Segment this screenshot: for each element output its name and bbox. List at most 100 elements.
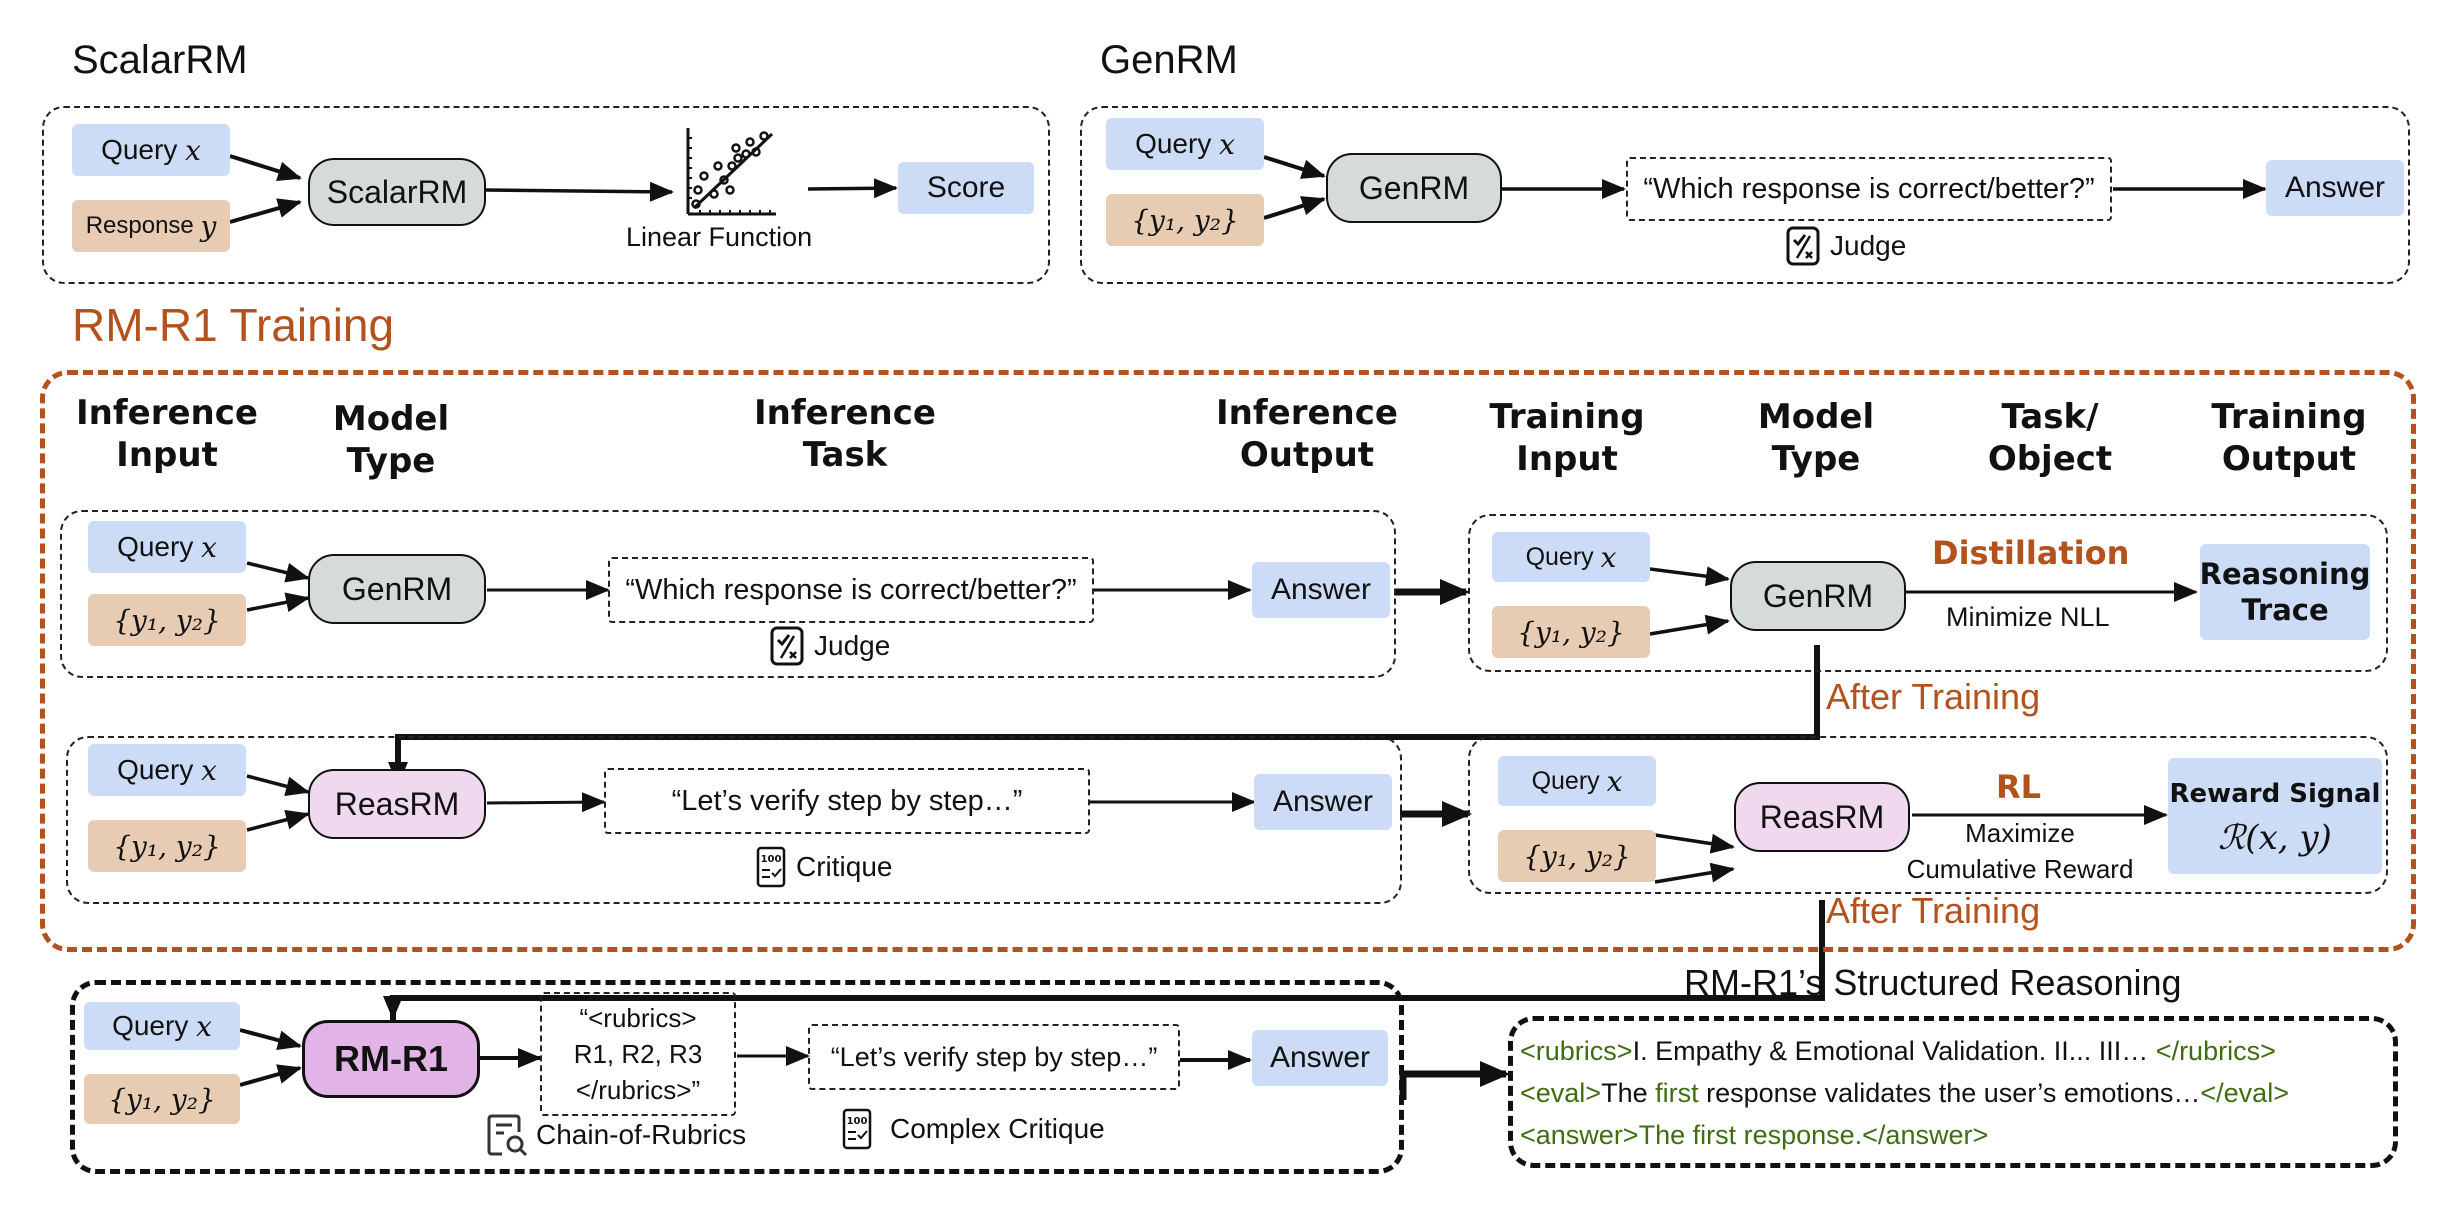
eval-close-tag: </eval> bbox=[2200, 1078, 2289, 1108]
query-variable: x bbox=[1600, 540, 1617, 574]
rubrics-open: “<rubrics> bbox=[579, 1003, 697, 1033]
structured-reasoning-panel bbox=[1508, 1016, 2398, 1168]
genrm-prompt-box: “Which response is correct/better?” bbox=[1626, 157, 2112, 221]
reward-signal-chip: Reward Signal ℛ(x, y) bbox=[2168, 758, 2382, 874]
rubrics-box: “<rubrics> R1, R2, R3 </rubrics>” bbox=[540, 992, 736, 1116]
response-label: Response bbox=[85, 212, 194, 239]
rl-label: RL bbox=[1996, 768, 2042, 806]
response-pair: {y₁, y₂} bbox=[1131, 203, 1239, 237]
rubric-search-icon bbox=[487, 1114, 528, 1157]
scalarrm-response-chip: Response y bbox=[72, 200, 230, 252]
cumulative-reward-label: Cumulative Reward bbox=[1906, 854, 2134, 884]
row2-prompt-box: “Let’s verify step by step…” bbox=[604, 768, 1090, 834]
training-section-title: RM-R1 Training bbox=[72, 299, 395, 351]
genrm-pair-chip: {y₁, y₂} bbox=[1106, 194, 1264, 246]
eval-text-a: The bbox=[1601, 1078, 1656, 1108]
row1-train-genrm-node: GenRM bbox=[1730, 561, 1906, 631]
query-label: Query bbox=[112, 1010, 189, 1041]
chain-of-rubrics-text: Chain-of-Rubrics bbox=[536, 1119, 747, 1150]
scalarrm-model-node: ScalarRM bbox=[308, 158, 486, 226]
query-label: Query bbox=[1135, 128, 1212, 159]
query-variable: x bbox=[185, 133, 201, 167]
row1-training-panel bbox=[1468, 514, 2388, 672]
reasoning-eval-line: <eval>The first response validates the u… bbox=[1520, 1078, 2289, 1109]
query-label: Query bbox=[1531, 766, 1600, 795]
row2-train-pair-chip: {y₁, y₂} bbox=[1498, 830, 1656, 882]
row1-inference-panel bbox=[60, 510, 1396, 678]
eval-text-b: response validates the user’s emotions… bbox=[1698, 1078, 2201, 1108]
linear-function-icon bbox=[686, 128, 776, 216]
genrm-model-node: GenRM bbox=[1326, 153, 1502, 223]
critique-scorecard-icon: 100 bbox=[756, 846, 786, 888]
row2-train-query-chip: Query x bbox=[1498, 756, 1656, 806]
rubrics-open-tag: <rubrics> bbox=[1520, 1036, 1633, 1066]
chain-of-rubrics-label: Chain-of-Rubrics bbox=[486, 1112, 746, 1158]
model-name: GenRM bbox=[1762, 577, 1874, 614]
output-line1: Reasoning bbox=[2199, 557, 2371, 591]
row1-genrm-node: GenRM bbox=[308, 554, 486, 624]
svg-text:100: 100 bbox=[761, 854, 782, 865]
structured-reasoning-title: RM-R1’s Structured Reasoning bbox=[1684, 962, 2182, 1003]
model-name: ScalarRM bbox=[326, 173, 468, 210]
query-label: Query bbox=[117, 754, 194, 785]
query-label: Query bbox=[117, 531, 194, 562]
answer-label: Answer bbox=[1269, 1041, 1371, 1074]
maximize-label: Maximize bbox=[1965, 818, 2075, 848]
eval-open-tag: <eval> bbox=[1520, 1078, 1602, 1108]
genrm-section-title: GenRM bbox=[1100, 38, 1238, 82]
row1-train-pair-chip: {y₁, y₂} bbox=[1492, 606, 1650, 658]
reasoning-trace-chip: Reasoning Trace bbox=[2200, 544, 2370, 640]
response-pair: {y₁, y₂} bbox=[113, 829, 221, 863]
row2-pair-chip: {y₁, y₂} bbox=[88, 820, 246, 872]
response-variable: y bbox=[200, 209, 217, 243]
response-pair: {y₁, y₂} bbox=[1523, 839, 1631, 873]
row1-pair-chip: {y₁, y₂} bbox=[88, 594, 246, 646]
output-line2: Trace bbox=[2241, 593, 2329, 627]
row2-critique-label: 100 Critique bbox=[756, 846, 892, 888]
row2-train-reasrm-node: ReasRM bbox=[1734, 782, 1910, 852]
genrm-judge-label: Judge bbox=[1786, 226, 1906, 266]
rubrics-items: R1, R2, R3 bbox=[573, 1039, 703, 1069]
rmr1-pair-chip: {y₁, y₂} bbox=[84, 1074, 240, 1124]
model-name: GenRM bbox=[341, 570, 453, 607]
row1-train-query-chip: Query x bbox=[1492, 532, 1650, 582]
prompt-text: “Which response is correct/better?” bbox=[1643, 172, 2095, 205]
critique-scorecard-icon: 100 bbox=[842, 1108, 872, 1150]
complex-critique-label: 100 Complex Critique bbox=[842, 1108, 1105, 1150]
judge-icon bbox=[770, 626, 804, 666]
query-variable: x bbox=[1219, 127, 1235, 161]
reward-signal-text: Reward Signal bbox=[2169, 779, 2381, 809]
rmr1-query-chip: Query x bbox=[84, 1002, 240, 1050]
row1-judge-label: Judge bbox=[770, 626, 890, 666]
prompt-text: “Let’s verify step by step…” bbox=[830, 1041, 1158, 1072]
scalarrm-score-chip: Score bbox=[898, 162, 1034, 214]
query-variable: x bbox=[201, 753, 217, 787]
scalarrm-panel bbox=[42, 106, 1050, 284]
row2-answer-chip: Answer bbox=[1254, 774, 1392, 830]
query-variable: x bbox=[1606, 764, 1623, 798]
svg-text:100: 100 bbox=[847, 1116, 868, 1127]
row1-prompt-box: “Which response is correct/better?” bbox=[608, 557, 1094, 623]
row2-inference-panel bbox=[66, 736, 1402, 904]
header-task-object: Task/Object bbox=[1987, 397, 2113, 479]
minimize-nll-label: Minimize NLL bbox=[1946, 602, 2110, 632]
reasoning-rubrics-line: <rubrics>I. Empathy & Emotional Validati… bbox=[1520, 1036, 2276, 1067]
model-name: GenRM bbox=[1358, 169, 1470, 206]
response-pair: {y₁, y₂} bbox=[1517, 615, 1625, 649]
response-pair: {y₁, y₂} bbox=[108, 1082, 216, 1116]
after-training-label-2: After Training bbox=[1826, 890, 2041, 931]
answer-label: Answer bbox=[2284, 171, 2386, 204]
reasoning-answer-line: <answer>The first response.</answer> bbox=[1520, 1120, 1989, 1150]
answer-label: Answer bbox=[1272, 785, 1374, 818]
query-label: Query bbox=[101, 134, 178, 165]
judge-text: Judge bbox=[1830, 230, 1907, 261]
rmr1-prompt-box: “Let’s verify step by step…” bbox=[808, 1024, 1180, 1090]
genrm-panel bbox=[1080, 106, 2410, 284]
score-label: Score bbox=[926, 171, 1006, 204]
